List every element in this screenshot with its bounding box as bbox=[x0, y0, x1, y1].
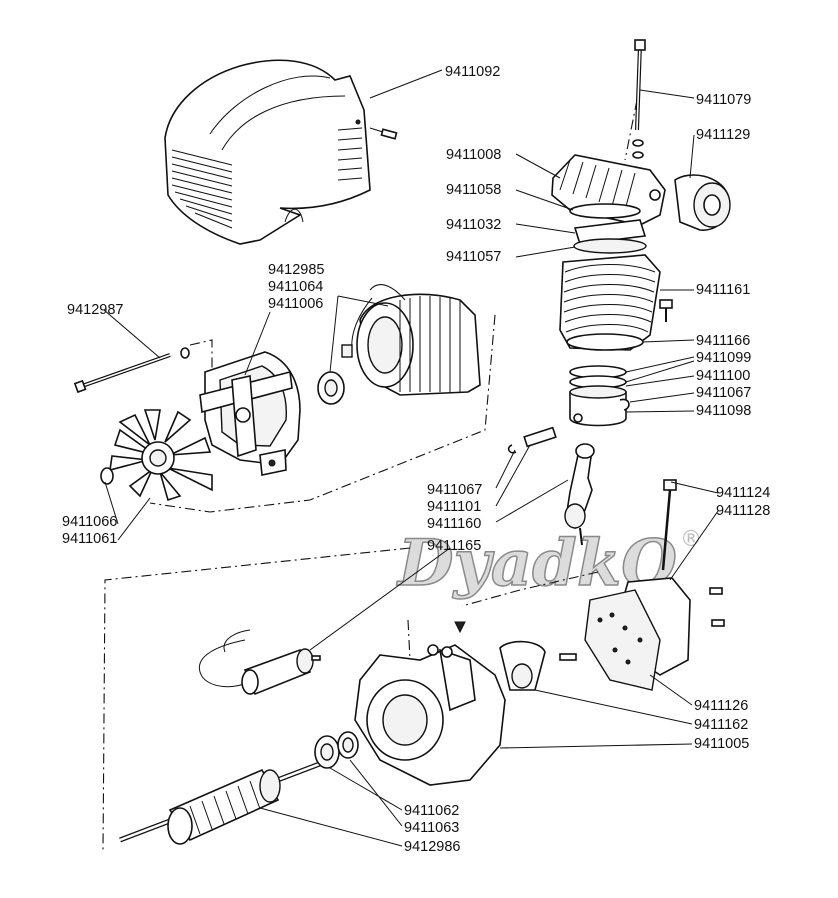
label-tie-rod: 9412987 bbox=[67, 302, 123, 318]
cylinder bbox=[559, 254, 673, 351]
label-ring-1: 9411099 bbox=[696, 350, 751, 366]
fan-support bbox=[199, 351, 301, 476]
capacitor bbox=[198, 629, 321, 696]
label-valve-plate: 9411032 bbox=[446, 217, 501, 233]
label-ring-2: 9411100 bbox=[696, 368, 750, 384]
dipstick bbox=[661, 479, 677, 571]
label-cover: 9411092 bbox=[445, 64, 500, 80]
label-piston: 9411098 bbox=[696, 403, 751, 419]
part-labels: 9411092 9411079 9411129 9411008 9411058 … bbox=[62, 64, 770, 855]
gasket-plate-stack bbox=[569, 203, 647, 254]
label-circlip-right: 9411067 bbox=[696, 385, 751, 401]
label-rotor: 9412986 bbox=[404, 839, 460, 855]
label-connecting-rod: 9411160 bbox=[427, 516, 481, 532]
label-fan: 9411061 bbox=[62, 531, 117, 547]
rotor bbox=[119, 757, 331, 845]
label-eccentric: 9411162 bbox=[694, 717, 748, 733]
stator bbox=[317, 284, 481, 405]
leader-lines bbox=[103, 69, 719, 847]
tie-rod bbox=[73, 347, 190, 394]
label-fan-bearing: 9411064 bbox=[268, 279, 323, 295]
label-piston-pin: 9411101 bbox=[427, 499, 481, 515]
label-stud: 9411079 bbox=[696, 92, 751, 108]
bearings bbox=[314, 731, 359, 769]
assembly-lines bbox=[102, 99, 638, 853]
fan bbox=[100, 409, 213, 502]
label-cylinder-gasket: 9411166 bbox=[696, 333, 750, 349]
label-fan-support: 9411006 bbox=[268, 296, 323, 312]
label-stator: 9412985 bbox=[268, 262, 324, 278]
watermark-registered-mark: ® bbox=[680, 527, 702, 552]
label-crankcase: 9411005 bbox=[694, 736, 749, 752]
watermark: DyadkO ® bbox=[395, 525, 702, 602]
label-fan-circlip: 9411066 bbox=[62, 514, 117, 530]
label-bearing-2: 9411063 bbox=[404, 820, 459, 836]
air-filter bbox=[674, 174, 731, 231]
label-air-filter: 9411129 bbox=[696, 127, 750, 143]
connecting-rod bbox=[564, 443, 595, 546]
side-plate bbox=[584, 577, 725, 691]
label-breather: 9411128 bbox=[716, 503, 770, 519]
cover bbox=[164, 59, 398, 245]
label-plate-gasket: 9411057 bbox=[446, 249, 501, 265]
label-bearing-1: 9411062 bbox=[404, 803, 459, 819]
label-cylinder: 9411161 bbox=[696, 282, 750, 298]
label-head-gasket: 9411058 bbox=[446, 182, 501, 198]
crankcase bbox=[354, 640, 577, 786]
watermark-text: DyadkO bbox=[396, 526, 677, 601]
stud bbox=[632, 39, 646, 159]
piston-group bbox=[507, 365, 630, 454]
label-cylinder-head: 9411008 bbox=[446, 147, 501, 163]
label-circlip-left: 9411067 bbox=[427, 482, 482, 498]
label-capacitor: 9411165 bbox=[427, 538, 481, 554]
label-dipstick: 9411124 bbox=[716, 485, 770, 501]
label-side-plate: 9411126 bbox=[694, 698, 748, 714]
